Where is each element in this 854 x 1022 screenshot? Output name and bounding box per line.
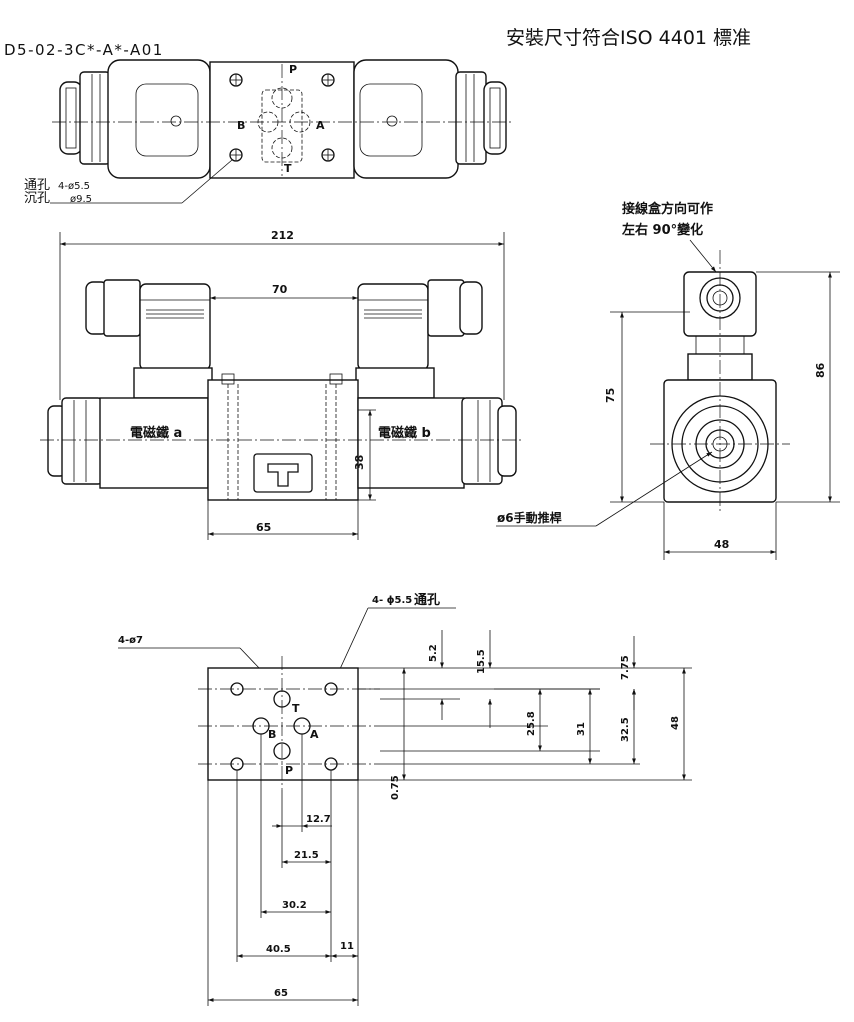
mount-port-t: T xyxy=(292,702,300,715)
top-port-p: P xyxy=(289,63,297,76)
manual-pin-note: ø6手動推桿 xyxy=(497,510,562,525)
mount-port-a: A xyxy=(310,728,319,741)
note-thru-spec: 4-ø5.5 xyxy=(58,181,90,192)
note-sink-hole: 沉孔 xyxy=(24,191,50,206)
dim-7-75: 7.75 xyxy=(620,655,631,680)
mount-port-b: B xyxy=(268,728,276,741)
dim-48-side: 48 xyxy=(714,538,729,551)
dim-86: 86 xyxy=(814,362,827,378)
dim-48-mount: 48 xyxy=(670,716,681,730)
standard-note: 安裝尺寸符合ISO 4401 標准 xyxy=(506,27,751,49)
dim-21-5: 21.5 xyxy=(294,850,319,861)
dim-11: 11 xyxy=(340,941,354,952)
dim-15-5: 15.5 xyxy=(476,649,487,674)
side-note-line1: 接線盒方向可作 xyxy=(622,201,713,217)
side-view: 接線盒方向可作 左右 90°變化 75 86 48 xyxy=(496,201,840,560)
dim-5-2: 5.2 xyxy=(428,644,439,662)
dim-65-mount: 65 xyxy=(274,988,288,999)
top-view: P B A T 通孔 4-ø5.5 沉孔 ø9.5 xyxy=(24,59,512,206)
top-port-a: A xyxy=(316,119,325,132)
dim-212: 212 xyxy=(271,229,294,242)
note-sink-spec: ø9.5 xyxy=(70,194,92,205)
top-port-t: T xyxy=(284,162,292,175)
note-thru-hole: 通孔 xyxy=(24,178,50,193)
dim-65-front: 65 xyxy=(256,521,271,534)
dim-12-7: 12.7 xyxy=(306,814,331,825)
top-port-b: B xyxy=(237,119,245,132)
front-view: 212 70 xyxy=(40,229,524,540)
note-thru-label-2: 通孔 xyxy=(414,592,440,608)
note-thru-spec-2: 4- ϕ5.5 xyxy=(372,595,412,606)
side-note-line2: 左右 90°變化 xyxy=(622,222,703,238)
dim-70: 70 xyxy=(272,283,288,296)
mount-view: 4-ø7 4- ϕ5.5 通孔 T B A P xyxy=(118,592,692,1006)
note-4x7: 4-ø7 xyxy=(118,635,143,646)
dim-30-2: 30.2 xyxy=(282,900,307,911)
dim-32-5: 32.5 xyxy=(620,717,631,742)
dim-0-75: 0.75 xyxy=(390,775,401,800)
dim-40-5: 40.5 xyxy=(266,944,291,955)
mount-port-p: P xyxy=(285,764,293,777)
dim-25-8: 25.8 xyxy=(526,711,537,736)
coil-b-label: 電磁鐵 b xyxy=(378,425,431,441)
dim-75: 75 xyxy=(604,388,617,403)
dim-38: 38 xyxy=(353,455,366,470)
model-code: D5-02-3C*-A*-A01 xyxy=(4,41,164,59)
dim-31: 31 xyxy=(576,722,587,736)
coil-a-label: 電磁鐵 a xyxy=(130,425,182,441)
